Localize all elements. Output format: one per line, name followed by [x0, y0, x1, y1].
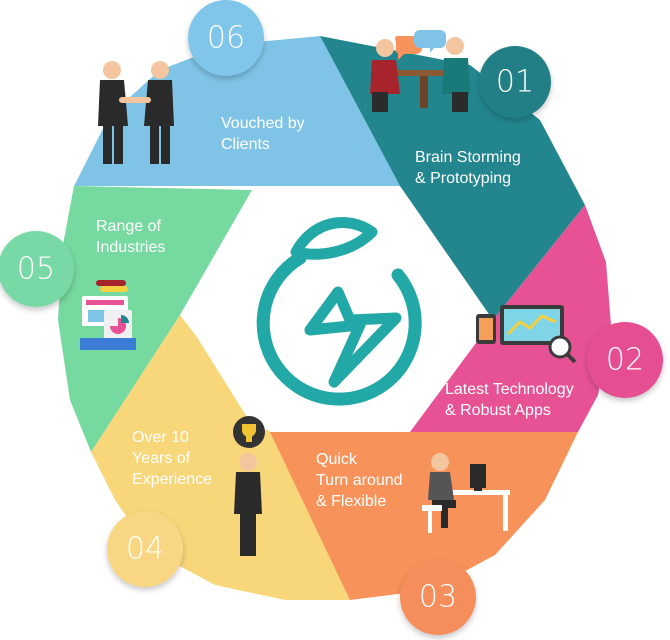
badge-01: 01: [479, 46, 551, 118]
badge-06: 06: [188, 0, 264, 76]
handshake-icon: [98, 61, 174, 164]
segment-02-label: Latest Technology & Robust Apps: [445, 381, 574, 419]
segment-05-label: Range of Industries: [96, 218, 166, 256]
segment-06-label: Vouched by Clients: [221, 115, 305, 153]
svg-text:06: 06: [207, 21, 245, 56]
svg-text:04: 04: [126, 532, 164, 567]
segment-05: [58, 186, 252, 452]
svg-text:02: 02: [606, 343, 644, 378]
developer-at-desk-icon: [422, 453, 510, 533]
segment-04-label: Over 10 Years of Experience: [132, 429, 213, 488]
svg-text:03: 03: [419, 580, 457, 615]
meeting-icon: [370, 30, 470, 112]
segment-03: [270, 432, 578, 600]
badge-05: 05: [0, 231, 74, 307]
analytics-icon: [476, 305, 577, 364]
badge-04: 04: [107, 511, 183, 587]
trophy-icon: [233, 416, 265, 556]
segment-03-label: Quick Turn around & Flexible: [316, 451, 403, 510]
svg-text:01: 01: [496, 65, 534, 100]
badge-02: 02: [587, 322, 663, 398]
badge-03: 03: [400, 559, 476, 635]
industries-icon: [80, 280, 136, 350]
svg-text:05: 05: [17, 252, 55, 287]
leaf-lightning-icon: [256, 216, 422, 406]
segment-01-label: Brain Storming & Prototyping: [415, 149, 521, 187]
